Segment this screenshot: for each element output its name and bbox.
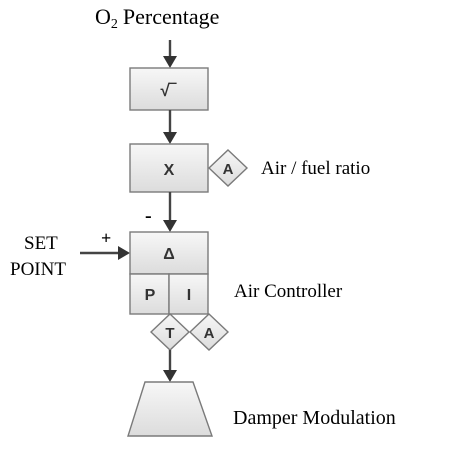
arrowhead-damper: [163, 370, 177, 382]
i-symbol: I: [187, 287, 191, 304]
delta-symbol: Δ: [163, 246, 175, 263]
p-symbol: P: [145, 287, 156, 304]
sqrt-block: √‾: [129, 67, 209, 111]
multiply-block: X: [129, 143, 209, 193]
controller-label: Air Controller: [234, 281, 343, 302]
arrowhead-input: [163, 56, 177, 68]
auto-diamond: A: [188, 313, 230, 351]
damper-label: Damper Modulation: [233, 407, 396, 429]
transfer-diamond: T: [149, 313, 191, 351]
multiply-symbol: X: [164, 162, 175, 179]
arrowhead-setpoint: [118, 246, 130, 260]
set-point-label-line1: SET: [24, 233, 58, 254]
sqrt-symbol: √‾: [161, 81, 177, 100]
delta-block: Δ: [129, 231, 209, 275]
minus-sign: -: [145, 205, 152, 227]
set-point-label-line2: POINT: [10, 259, 66, 280]
damper-shape: [127, 381, 213, 437]
transfer-diamond-symbol: T: [165, 325, 174, 342]
plus-sign: +: [101, 228, 111, 248]
arrowhead-delta: [163, 220, 177, 232]
arrowhead-multiply: [163, 132, 177, 144]
ratio-label: Air / fuel ratio: [261, 158, 370, 179]
ratio-diamond: A: [207, 149, 249, 187]
auto-diamond-symbol: A: [204, 325, 215, 342]
i-block: I: [168, 273, 209, 315]
ratio-diamond-symbol: A: [223, 161, 234, 178]
p-block: P: [129, 273, 170, 315]
